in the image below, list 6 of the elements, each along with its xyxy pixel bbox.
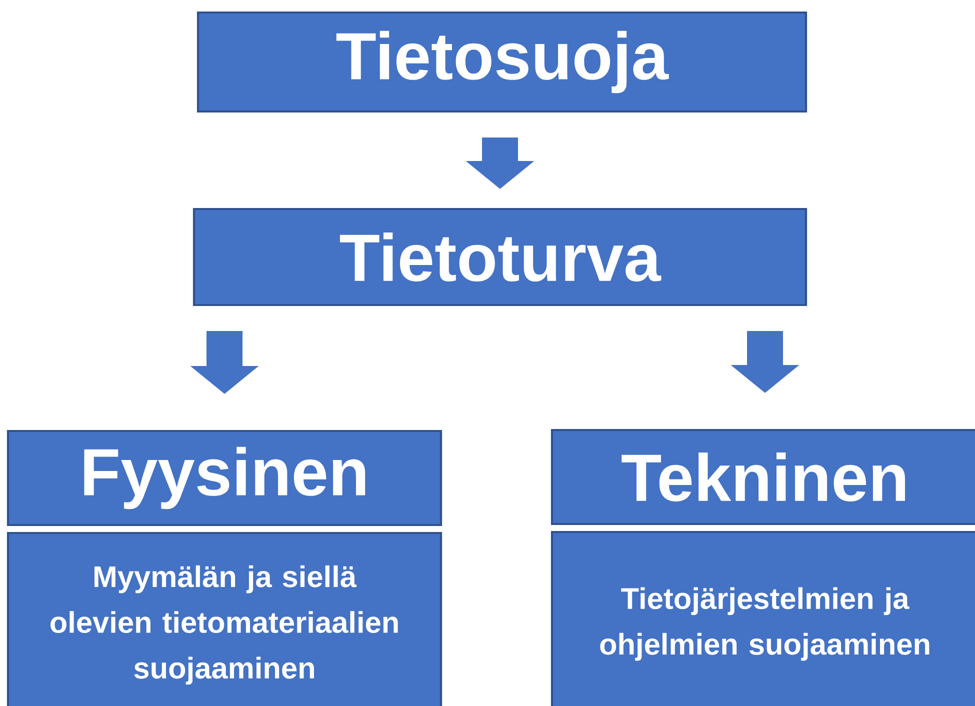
title-box: Tietoturva	[192, 208, 808, 306]
description-box: Myymälän ja siellä olevien tietomateriaalien suojaaminen	[6, 532, 442, 706]
category-box: Fyysinen	[6, 430, 442, 526]
description-box: Tietojärjestelmien ja ohjelmien suojaaminen	[550, 530, 975, 706]
category-box: Tekninen	[550, 428, 975, 526]
title-box: Tietosuoja	[196, 11, 808, 113]
